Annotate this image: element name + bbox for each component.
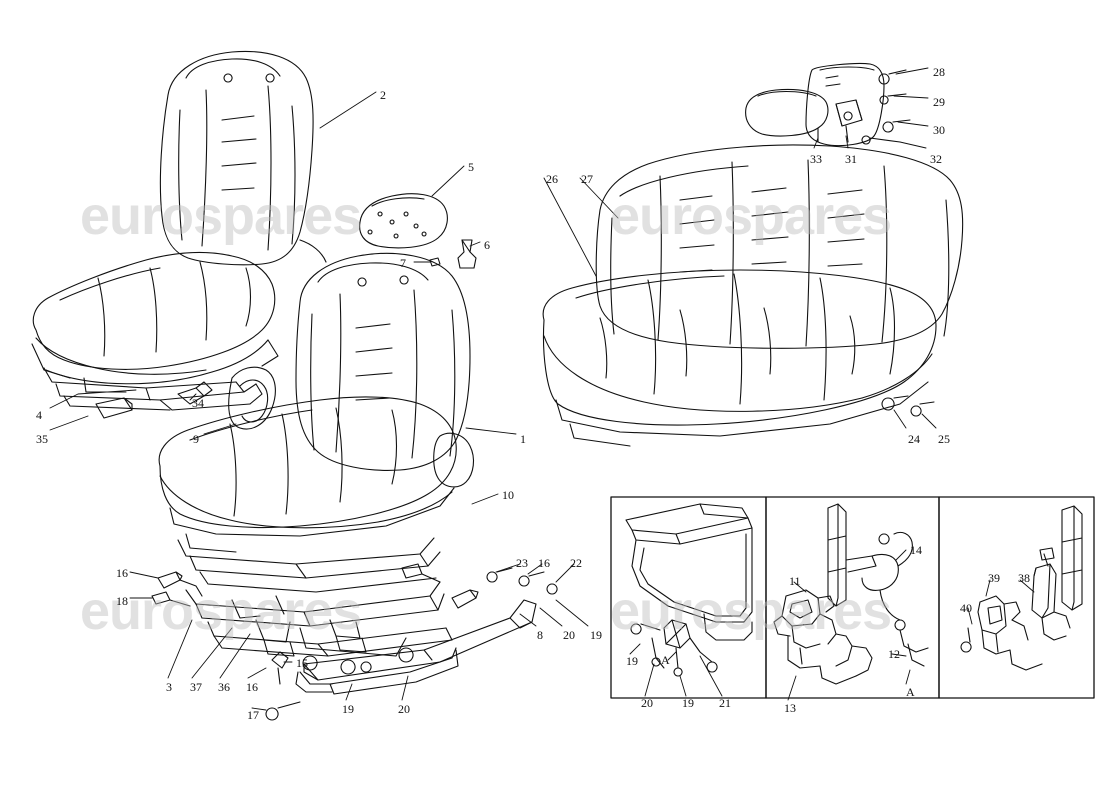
front-seat-rail-frame-main bbox=[177, 537, 441, 593]
front-seat-main-cushion bbox=[158, 396, 457, 553]
front-seat-main-backrest bbox=[295, 252, 471, 471]
lower-side-rail-20 bbox=[303, 599, 537, 681]
seat-rail-cover-35 bbox=[95, 397, 133, 419]
rear-seat-fastener-24 bbox=[881, 395, 935, 417]
front-seat-rear-cushion bbox=[31, 251, 279, 393]
rear-seat-backrest bbox=[595, 144, 964, 349]
front-seat-rear-backrest bbox=[159, 50, 327, 266]
rear-seat-cushion bbox=[542, 269, 937, 447]
seat-recliner-bracket-34 bbox=[177, 381, 213, 405]
panel-frames bbox=[610, 496, 1095, 699]
rail-track-panel-contents bbox=[625, 503, 753, 677]
fastener-group-left bbox=[151, 571, 301, 721]
fastener-group-right bbox=[401, 563, 558, 609]
front-seat-side-bolster-10 bbox=[433, 432, 475, 488]
switch-panel-contents bbox=[960, 505, 1083, 671]
leader-lines bbox=[49, 67, 1035, 711]
headrest-guide-6 bbox=[457, 239, 477, 269]
hinge-cover-9 bbox=[228, 366, 276, 430]
motor-panel-contents bbox=[773, 503, 929, 685]
rear-armrest-assembly bbox=[745, 62, 911, 147]
headrest-5 bbox=[359, 193, 448, 249]
seat-slide-rail-assembly bbox=[185, 581, 459, 695]
front-seat-rear-rail-assembly bbox=[43, 367, 263, 411]
